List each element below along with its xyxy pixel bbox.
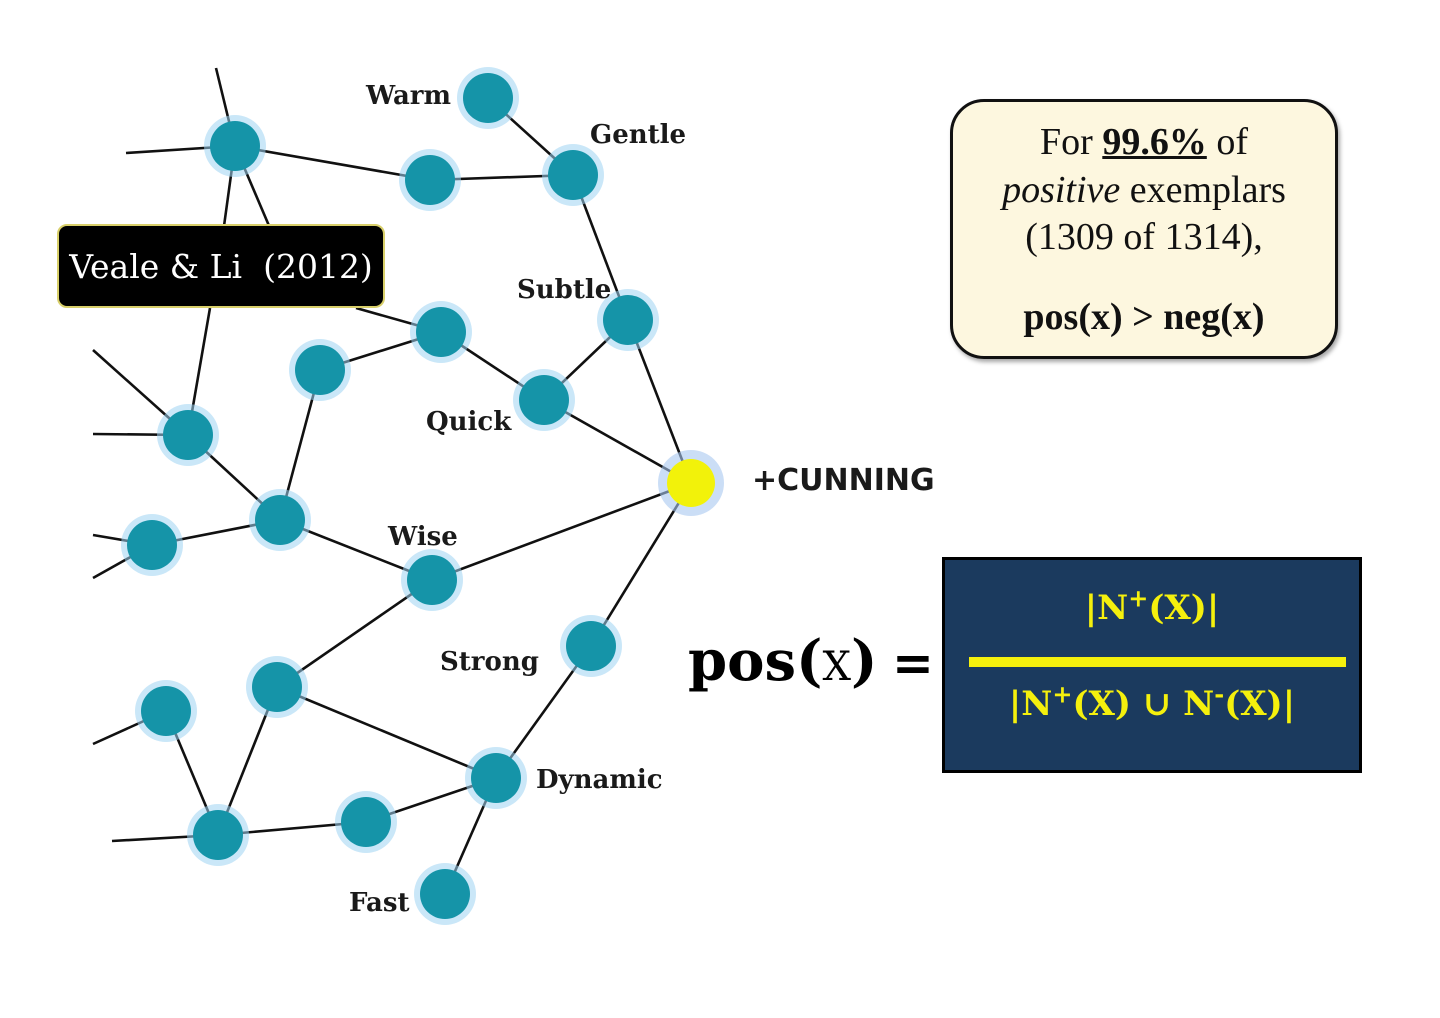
target-label-cunning: +CUNNING	[752, 463, 935, 498]
network-node-g	[121, 514, 183, 576]
node-circle	[548, 150, 598, 200]
node-label-subtle: Subtle	[517, 275, 611, 305]
node-circle	[141, 686, 191, 736]
node-circle	[407, 555, 457, 605]
network-node-k	[335, 791, 397, 853]
stats-line-1: For 99.6% of	[1040, 121, 1248, 163]
node-circle	[463, 73, 513, 123]
node-circle	[193, 810, 243, 860]
reference-badge: Veale & Li (2012)	[57, 224, 385, 308]
network-node-warm	[457, 67, 519, 129]
formula-lhs: pos(X)	[688, 628, 878, 694]
network-edge	[234, 144, 431, 182]
stats-callout: For 99.6% of positive exemplars (1309 of…	[950, 99, 1338, 359]
network-node-j	[187, 804, 249, 866]
network-node-a	[204, 115, 266, 177]
node-circle	[667, 459, 715, 507]
node-label-strong: Strong	[440, 647, 539, 677]
node-circle	[416, 307, 466, 357]
formula-numerator: |N+(X)|	[1084, 583, 1220, 628]
node-label-warm: Warm	[365, 81, 451, 111]
node-circle	[405, 155, 455, 205]
formula-equals: =	[892, 634, 934, 692]
stats-line-2: positive exemplars	[1002, 169, 1286, 211]
network-node-i	[135, 680, 197, 742]
node-circle	[420, 869, 470, 919]
network-node-f	[249, 489, 311, 551]
network-node-strong	[560, 615, 622, 677]
node-circle	[519, 375, 569, 425]
network-node-dynamic	[465, 747, 527, 809]
node-circle	[471, 753, 521, 803]
stats-line-4: pos(x) > neg(x)	[1023, 296, 1265, 338]
node-label-fast: Fast	[349, 888, 410, 918]
network-node-fast	[414, 863, 476, 925]
network-node-gentle	[542, 144, 604, 206]
target-node-cunning	[658, 450, 724, 516]
formula-fraction-box: |N+(X)| |N+(X) ∪ N-(X)|	[942, 557, 1362, 773]
formula-denominator: |N+(X) ∪ N-(X)|	[1008, 679, 1296, 724]
node-circle	[295, 345, 345, 395]
network-node-subtle	[597, 289, 659, 351]
network-node-b	[399, 149, 461, 211]
node-circle	[341, 797, 391, 847]
stats-line-3: (1309 of 1314),	[1025, 216, 1263, 258]
node-label-wise: Wise	[387, 522, 458, 552]
network-nodes	[121, 67, 724, 925]
node-circle	[210, 121, 260, 171]
node-label-gentle: Gentle	[590, 120, 686, 150]
network-node-e	[157, 404, 219, 466]
node-circle	[252, 662, 302, 712]
node-circle	[255, 495, 305, 545]
node-label-dynamic: Dynamic	[536, 765, 663, 795]
node-circle	[127, 520, 177, 570]
network-node-h	[246, 656, 308, 718]
network-node-c	[410, 301, 472, 363]
node-circle	[603, 295, 653, 345]
network-edge	[431, 481, 692, 582]
network-node-wise	[401, 549, 463, 611]
node-circle	[163, 410, 213, 460]
node-label-quick: Quick	[426, 407, 512, 437]
network-node-d	[289, 339, 351, 401]
stats-percentage: 99.6%	[1102, 121, 1207, 163]
network-node-quick	[513, 369, 575, 431]
fraction-bar	[969, 657, 1346, 667]
node-circle	[566, 621, 616, 671]
network-edge	[276, 685, 497, 780]
network-edge	[276, 578, 433, 689]
network-labels: Warm Gentle Subtle Quick Wise Strong Dyn…	[349, 81, 935, 918]
